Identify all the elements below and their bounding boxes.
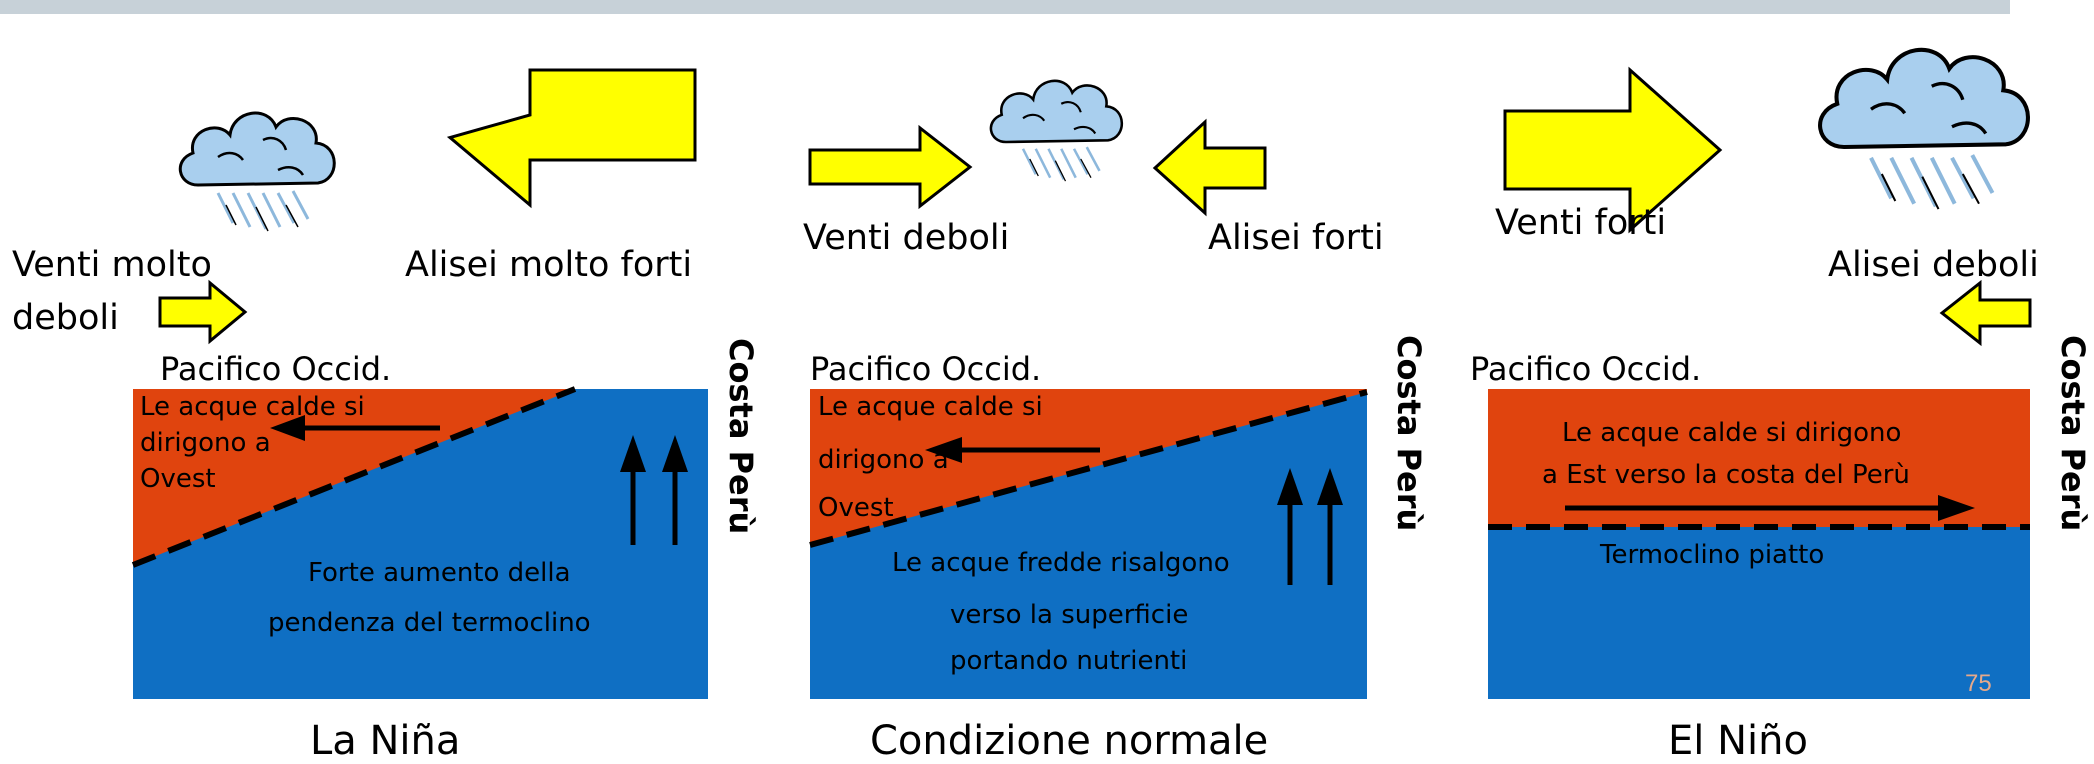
trade-winds-label: Alisei deboli — [1828, 245, 2039, 285]
warm-water-text-line1: Le acque calde si dirigono — [1562, 418, 1902, 448]
winds-label-line2: deboli — [12, 298, 119, 338]
left-arrow-icon — [1939, 279, 2032, 347]
cold-water-text-line1: Le acque fredde risalgono — [892, 548, 1230, 578]
warm-water-text-line2: dirigono a — [818, 445, 949, 475]
warm-water-text-line3: Ovest — [818, 493, 894, 523]
warm-water-text-line1: Le acque calde si — [140, 392, 365, 422]
page-number: 75 — [1965, 670, 1992, 697]
right-arrow-icon — [808, 124, 973, 210]
cold-water-text-line3: portando nutrienti — [950, 646, 1188, 676]
thermocline-text-line2: pendenza del termoclino — [268, 608, 591, 638]
coast-label: Costa Perù — [1390, 335, 1428, 532]
ocean-section-la-nina — [131, 386, 708, 699]
left-arrow-icon — [1152, 118, 1267, 217]
warm-water-text-line1: Le acque calde si — [818, 392, 1043, 422]
panel-title: Condizione normale — [870, 718, 1269, 764]
warm-water-text-line2: a Est verso la costa del Perù — [1542, 460, 1910, 490]
thermocline-text: Termoclino piatto — [1600, 540, 1825, 570]
ocean-section-normal — [809, 389, 1368, 699]
cloud-icon — [1820, 50, 2028, 209]
winds-label: Venti deboli — [803, 218, 1010, 258]
warm-water-text-line3: Ovest — [140, 464, 216, 494]
cloud-icon — [178, 111, 336, 233]
cold-water-text-line2: verso la superficie — [950, 600, 1189, 630]
trade-winds-label: Alisei molto forti — [405, 245, 693, 285]
winds-label-line1: Venti molto — [12, 245, 212, 285]
left-arrow-icon — [446, 68, 697, 209]
cloud-icon — [989, 79, 1124, 183]
ocean-section-el-nino — [1488, 389, 2030, 699]
panel-title: La Niña — [310, 718, 461, 764]
trade-winds-label: Alisei forti — [1208, 218, 1384, 258]
coast-label: Costa Perù — [2054, 335, 2092, 532]
panel-title: El Niño — [1668, 718, 1808, 764]
right-arrow-icon — [1503, 66, 1723, 234]
winds-label: Venti forti — [1495, 203, 1667, 243]
right-arrow-icon — [158, 279, 248, 345]
warm-water-text-line2: dirigono a — [140, 428, 271, 458]
region-label: Pacifico Occid. — [1470, 350, 1702, 388]
region-label: Pacifico Occid. — [160, 350, 392, 388]
thermocline-text-line1: Forte aumento della — [308, 558, 571, 588]
slide-top-bar — [0, 0, 2010, 14]
region-label: Pacifico Occid. — [810, 350, 1042, 388]
coast-label: Costa Perù — [722, 338, 760, 535]
